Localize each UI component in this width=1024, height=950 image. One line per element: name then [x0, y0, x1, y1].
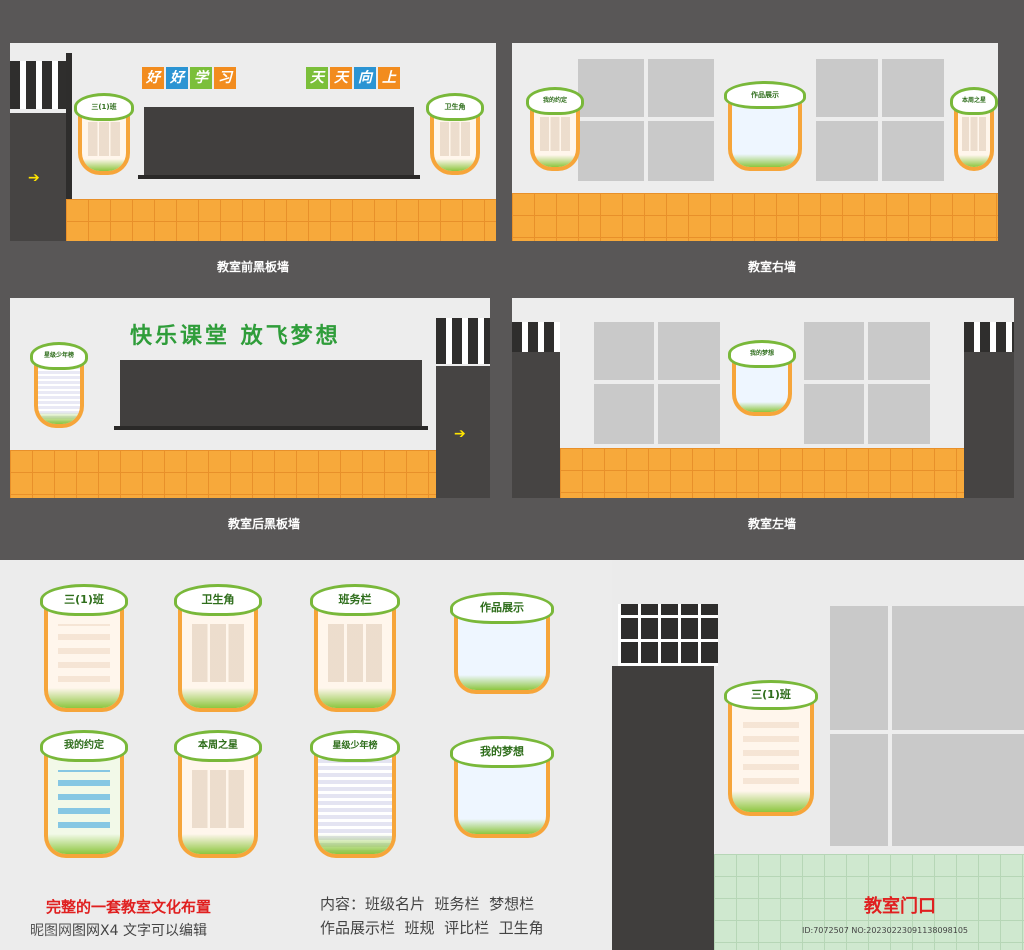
board-design: 我的约定 [40, 730, 128, 858]
slogan-char: 天 [330, 67, 352, 89]
board-design: 卫生角 [174, 584, 262, 712]
window [578, 59, 714, 181]
green-tile-band [714, 854, 1024, 950]
arrow-right-icon: ➔ [454, 426, 466, 442]
slogan-char: 好 [142, 67, 164, 89]
board-gallery: 三(1)班 卫生角 班务栏 作品展示 我的约定 本周之星 星级少年榜 我的梦想 … [0, 560, 612, 950]
board-design: 班务栏 [310, 584, 400, 712]
set-title: 完整的一套教室文化布置 [46, 898, 212, 916]
slogan-char: 上 [378, 67, 400, 89]
door-grille [618, 604, 718, 666]
tile-band [560, 448, 964, 498]
door-grille [512, 322, 560, 352]
board-title: 班务栏 [310, 584, 400, 616]
door [10, 113, 66, 241]
door-grille [436, 318, 490, 364]
arrow-right-icon: ➔ [28, 170, 40, 186]
plaque-title: 三(1)班 [74, 93, 134, 121]
entrance-label: 教室门口 [864, 896, 936, 917]
board-design: 本周之星 [174, 730, 262, 858]
class-plaque: 三(1)班 [74, 93, 134, 175]
slogan-char: 天 [306, 67, 328, 89]
plaque-title: 三(1)班 [724, 680, 818, 710]
image-id: ID:7072507 NO:20230223091138098105 [802, 926, 969, 935]
slogan-char: 好 [166, 67, 188, 89]
board-design: 我的梦想 [450, 736, 554, 838]
door [436, 366, 490, 498]
plaque-title: 作品展示 [724, 81, 806, 109]
class-plaque: 三(1)班 [724, 680, 818, 816]
front-wall-panel: ➔ 好 好 学 习 天 天 向 上 三(1)班 卫生角 [10, 43, 496, 241]
entrance-door [612, 666, 714, 950]
blackboard [120, 360, 422, 426]
content-line: 作品展示栏 班规 评比栏 卫生角 [320, 919, 544, 937]
tile-band [10, 450, 438, 498]
board-title: 我的约定 [40, 730, 128, 762]
door-grille [10, 61, 66, 109]
pledge-plaque: 我的约定 [526, 87, 584, 171]
slogan-char: 习 [214, 67, 236, 89]
board-title: 星级少年榜 [310, 730, 400, 762]
right-wall-panel: 我的约定 作品展示 本周之星 [512, 43, 998, 241]
artwork-plaque: 作品展示 [724, 81, 806, 171]
left-wall-panel: 我的梦想 [512, 298, 1014, 498]
wall-caption: 教室右墙 [747, 260, 796, 274]
plaque-title: 星级少年榜 [30, 342, 88, 370]
blackboard-rail [138, 175, 420, 179]
slogan-char: 学 [190, 67, 212, 89]
plaque-title: 我的梦想 [728, 340, 796, 368]
tile-band [66, 199, 496, 241]
board-title: 我的梦想 [450, 736, 554, 768]
plaque-title: 卫生角 [426, 93, 484, 121]
window [594, 322, 720, 444]
star-chart-plaque: 星级少年榜 [30, 342, 88, 428]
board-title: 卫生角 [174, 584, 262, 616]
window [816, 59, 944, 181]
plaque-title: 本周之星 [950, 87, 998, 115]
blackboard-rail [114, 426, 428, 430]
board-design: 三(1)班 [40, 584, 128, 712]
wall-caption: 教室左墙 [747, 517, 796, 531]
wall-caption: 教室前黑板墙 [216, 260, 289, 274]
window [830, 606, 1024, 846]
board-design: 星级少年榜 [310, 730, 400, 858]
back-slogan: 快乐课堂 放飞梦想 [130, 324, 341, 349]
door-grille [964, 322, 1014, 352]
slogan-char: 向 [354, 67, 376, 89]
content-line: 内容：班级名片 班务栏 梦想栏 [320, 895, 535, 913]
tile-band [512, 193, 998, 241]
set-subtitle: 图网X4 文字可以编辑 [72, 923, 207, 939]
back-wall-panel: 快乐课堂 放飞梦想 星级少年榜 ➔ [10, 298, 490, 498]
entrance-panel: 三(1)班 教室门口 ID:7072507 NO:202302230911380… [612, 560, 1024, 950]
board-title: 作品展示 [450, 592, 554, 624]
board-title: 本周之星 [174, 730, 262, 762]
dream-plaque: 我的梦想 [728, 340, 796, 416]
site-watermark: 昵图网 [30, 923, 72, 939]
hygiene-plaque: 卫生角 [426, 93, 484, 175]
plaque-title: 我的约定 [526, 87, 584, 115]
door-edge [66, 53, 72, 241]
star-plaque: 本周之星 [950, 87, 998, 171]
board-title: 三(1)班 [40, 584, 128, 616]
board-design: 作品展示 [450, 592, 554, 694]
blackboard [144, 107, 414, 175]
window [804, 322, 930, 444]
wall-caption: 教室后黑板墙 [227, 517, 300, 531]
